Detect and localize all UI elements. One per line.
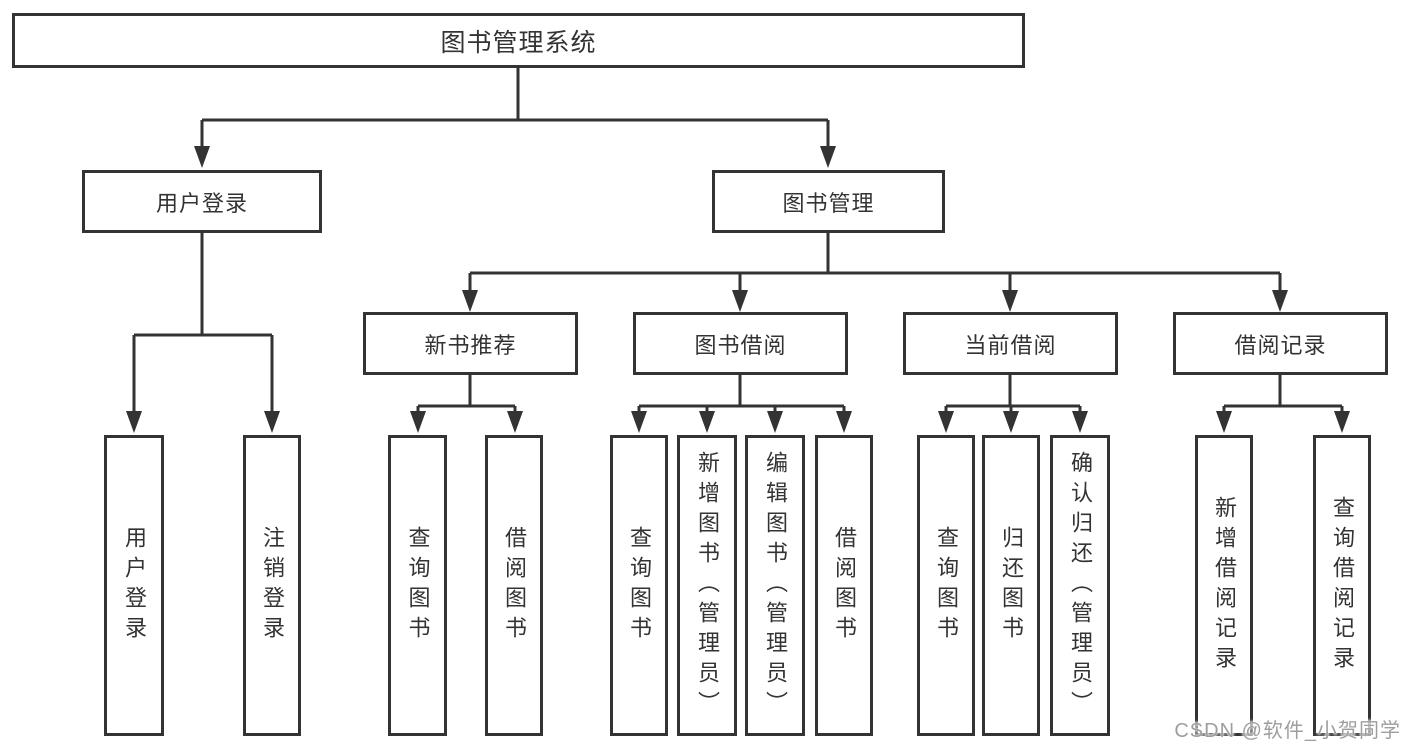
leaf-confirm-return-admin: 确认归还（管理员） [1050,435,1110,736]
leaf-label: 查询借阅记录 [1330,495,1355,676]
leaf-label: 新增图书（管理员） [695,450,720,721]
leaf-return-book: 归还图书 [982,435,1040,736]
node-label: 当前借阅 [964,332,1057,358]
leaf-label: 确认归还（管理员） [1068,450,1093,721]
node-borrowing-records: 借阅记录 [1173,312,1388,375]
node-label: 新书推荐 [424,332,517,358]
leaf-label: 编辑图书（管理员） [763,450,788,721]
node-current-borrowing: 当前借阅 [903,312,1118,375]
leaf-label: 查询图书 [627,525,652,646]
node-book-borrowing: 图书借阅 [633,312,848,375]
leaf-query-books-recommend: 查询图书 [388,435,447,736]
leaf-query-books-borrow: 查询图书 [610,435,668,736]
leaf-label: 借阅图书 [832,525,857,646]
leaf-borrow-books-recommend: 借阅图书 [485,435,543,736]
leaf-label: 查询图书 [934,525,959,646]
node-label: 用户登录 [155,190,248,216]
leaf-label: 新增借阅记录 [1212,495,1237,676]
leaf-add-borrow-record: 新增借阅记录 [1195,435,1253,736]
leaf-label: 借阅图书 [502,525,527,646]
leaf-label: 查询图书 [405,525,431,646]
csdn-watermark: CSDN @软件_小贺同学 [1174,720,1401,742]
node-label: 图书管理系统 [440,28,597,57]
leaf-borrow-books: 借阅图书 [815,435,873,736]
leaf-query-borrow-record: 查询借阅记录 [1313,435,1371,736]
leaf-edit-book-admin: 编辑图书（管理员） [745,435,805,736]
leaf-label: 归还图书 [999,525,1024,646]
node-label: 借阅记录 [1234,332,1327,358]
node-user-login: 用户登录 [82,170,322,233]
node-label: 图书借阅 [694,332,787,358]
leaf-query-books-current: 查询图书 [917,435,975,736]
connector-shafts [132,67,1344,413]
node-new-book-recommendation: 新书推荐 [363,312,578,375]
node-library-management-system: 图书管理系统 [12,13,1025,68]
leaf-user-login: 用户登录 [104,435,164,736]
leaf-label: 注销登录 [260,525,285,646]
leaf-logout: 注销登录 [243,435,301,736]
node-book-management: 图书管理 [712,170,945,233]
leaf-label: 用户登录 [122,525,147,646]
leaf-add-book-admin: 新增图书（管理员） [677,435,737,736]
node-label: 图书管理 [782,190,875,216]
